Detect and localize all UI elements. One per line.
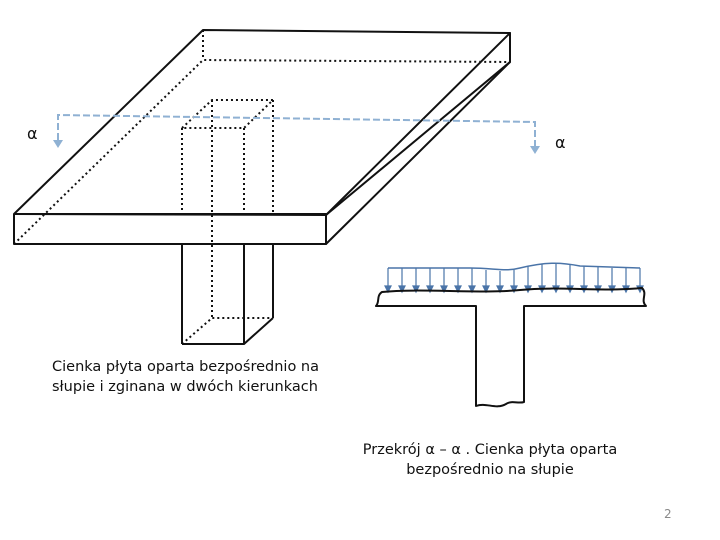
caption-right-line-2: bezpośrednio na słupie: [406, 462, 574, 478]
page-number: 2: [664, 507, 672, 521]
section-mark-right: α: [555, 133, 566, 152]
column-bottom-edge: [182, 317, 274, 345]
section-mark-left: α: [27, 124, 38, 143]
caption-cross-section: Przekrój α – α . Cienka płyta oparta bez…: [355, 440, 625, 480]
section-cut-line: [57, 113, 536, 146]
caption-slab-column: Cienka płyta oparta bezpośrednio na słup…: [52, 357, 332, 397]
column-bottom-hidden: [181, 317, 273, 345]
t-section-outline: [375, 287, 647, 408]
section-arrow-left-icon: [53, 140, 63, 148]
section-arrow-right-icon: [530, 146, 540, 154]
caption-right-line-1: Przekrój α – α . Cienka płyta oparta: [362, 442, 618, 458]
caption-left-line-2: słupie i zginana w dwóch kierunkach: [52, 379, 318, 395]
load-diagram-line: [388, 262, 641, 271]
caption-left-line-1: Cienka płyta oparta bezpośrednio na: [52, 359, 319, 375]
